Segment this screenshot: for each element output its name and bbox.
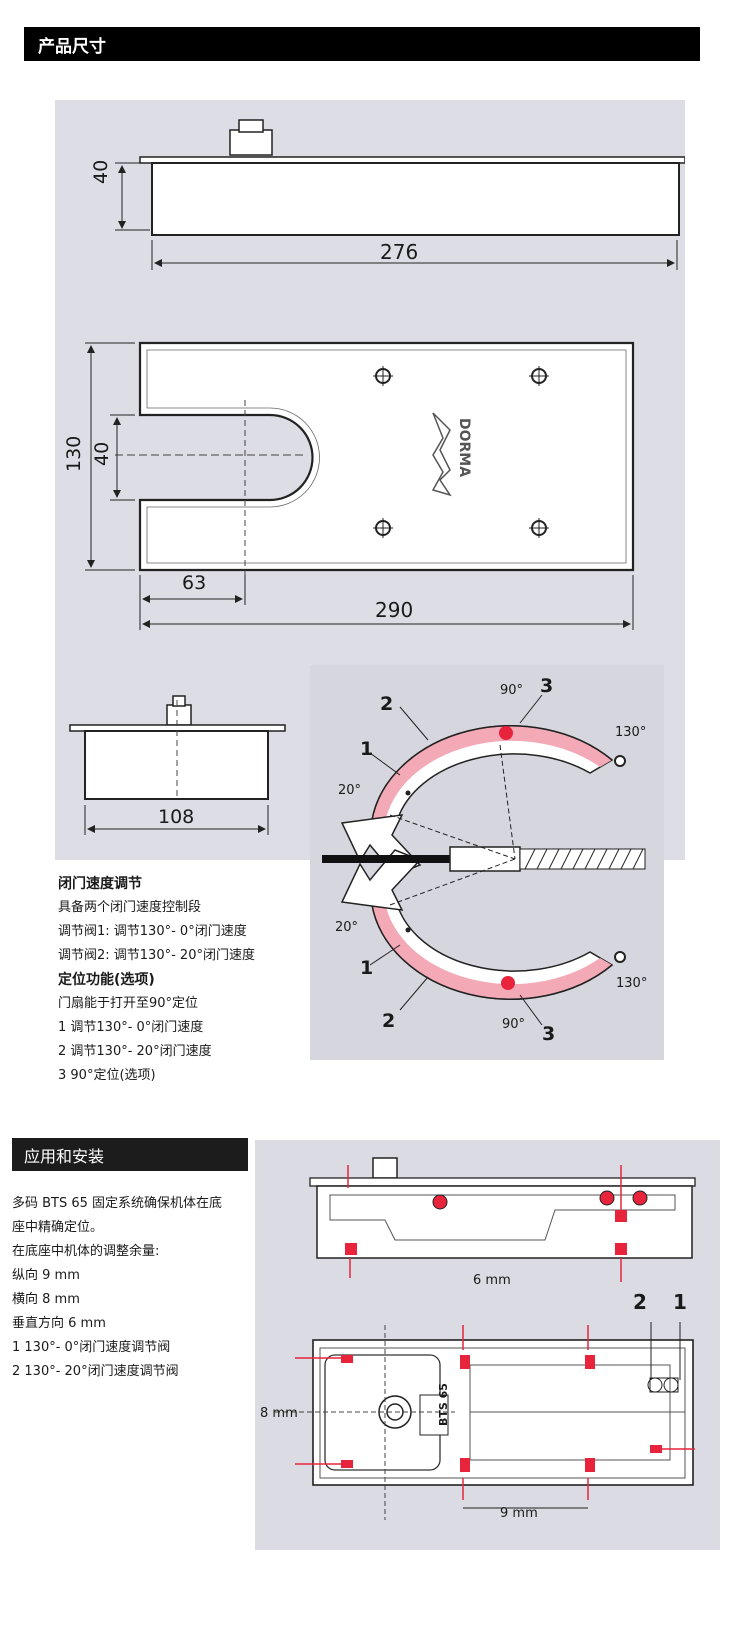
positioning-line: 门扇能于打开至90°定位: [58, 996, 199, 1011]
dim-top-width: 130: [63, 435, 85, 472]
position-90-marker: [499, 726, 513, 740]
closing-speed-line: 调节阀2: 调节130°- 20°闭门速度: [58, 948, 255, 963]
upper-deg-90: 90°: [500, 683, 524, 698]
install-line: 在底座中机体的调整余量:: [12, 1244, 160, 1259]
lower-label-2: 2: [382, 1010, 396, 1032]
positioning-line: 2 调节130°- 20°闭门速度: [58, 1044, 212, 1059]
lateral-adjust-label: 8 mm: [260, 1406, 298, 1421]
install-top-view: [275, 1322, 695, 1520]
lower-deg-130: 130°: [616, 976, 648, 991]
end-view: [69, 695, 286, 835]
closing-speed-line: 具备两个闭门速度控制段: [58, 900, 202, 915]
install-line: 纵向 9 mm: [12, 1268, 80, 1283]
vertical-adjust-label: 6 mm: [473, 1273, 511, 1288]
dimension-drawing: DORMA: [69, 119, 686, 835]
installation-diagram: [275, 1157, 696, 1520]
top-view: DORMA: [85, 341, 635, 630]
dim-top-length: 290: [375, 598, 414, 622]
closing-speed-text: 闭门速度调节 具备两个闭门速度控制段 调节阀1: 调节130°- 0°闭门速度 …: [58, 872, 308, 1088]
model-label: BTS 65: [437, 1383, 450, 1426]
install-line: 横向 8 mm: [12, 1292, 80, 1307]
section-title-product-size: 产品尺寸: [24, 27, 700, 61]
install-line: 2 130°- 20°闭门速度调节阀: [12, 1364, 179, 1379]
dim-slot-width: 40: [91, 441, 113, 466]
section-title-installation: 应用和安装: [12, 1138, 248, 1171]
dim-side-height: 40: [90, 159, 112, 184]
installation-diagram-panel: 6 mm 8 mm 9 mm 2 1 BTS 65: [255, 1140, 720, 1550]
closing-speed-diagram: [322, 694, 646, 1026]
install-line: 1 130°- 0°闭门速度调节阀: [12, 1340, 171, 1355]
upper-deg-20: 20°: [338, 783, 362, 798]
upper-label-1: 1: [360, 738, 374, 760]
dim-side-length: 276: [380, 240, 419, 264]
upper-label-3: 3: [540, 675, 554, 697]
closing-speed-line: 调节阀1: 调节130°- 0°闭门速度: [58, 924, 247, 939]
positioning-line: 1 调节130°- 0°闭门速度: [58, 1020, 204, 1035]
section-title-text: 应用和安装: [24, 1146, 105, 1166]
installation-text: 多码 BTS 65 固定系统确保机体在底 座中精确定位。 在底座中机体的调整余量…: [12, 1192, 257, 1384]
install-line: 座中精确定位。: [12, 1220, 104, 1235]
closing-speed-diagram-panel: 2 1 3 90° 20° 130° 2 1 3 90° 20° 130°: [310, 665, 664, 1060]
install-line: 垂直方向 6 mm: [12, 1316, 106, 1331]
dim-slot-depth: 63: [182, 572, 207, 594]
lower-deg-90: 90°: [502, 1017, 526, 1032]
dorma-logo-icon: DORMA: [431, 412, 472, 497]
lower-label-1: 1: [360, 957, 374, 979]
valve-1-label: 1: [673, 1290, 687, 1314]
brand-text: DORMA: [456, 418, 472, 477]
positioning-heading: 定位功能(选项): [58, 972, 155, 988]
upper-deg-130: 130°: [615, 725, 647, 740]
install-side-view: [309, 1157, 696, 1282]
install-line: 多码 BTS 65 固定系统确保机体在底: [12, 1196, 223, 1211]
dim-end-width: 108: [158, 806, 195, 828]
screw-hole-icon: [373, 366, 549, 538]
section-title-text: 产品尺寸: [38, 36, 106, 57]
longitudinal-adjust-label: 9 mm: [500, 1506, 538, 1521]
dimension-drawing-panel: DORMA: [55, 100, 686, 860]
closing-speed-heading: 闭门速度调节: [58, 876, 142, 892]
lower-deg-20: 20°: [335, 920, 359, 935]
positioning-line: 3 90°定位(选项): [58, 1068, 156, 1083]
lower-label-3: 3: [542, 1023, 556, 1045]
upper-label-2: 2: [380, 693, 394, 715]
valve-2-label: 2: [633, 1290, 647, 1314]
